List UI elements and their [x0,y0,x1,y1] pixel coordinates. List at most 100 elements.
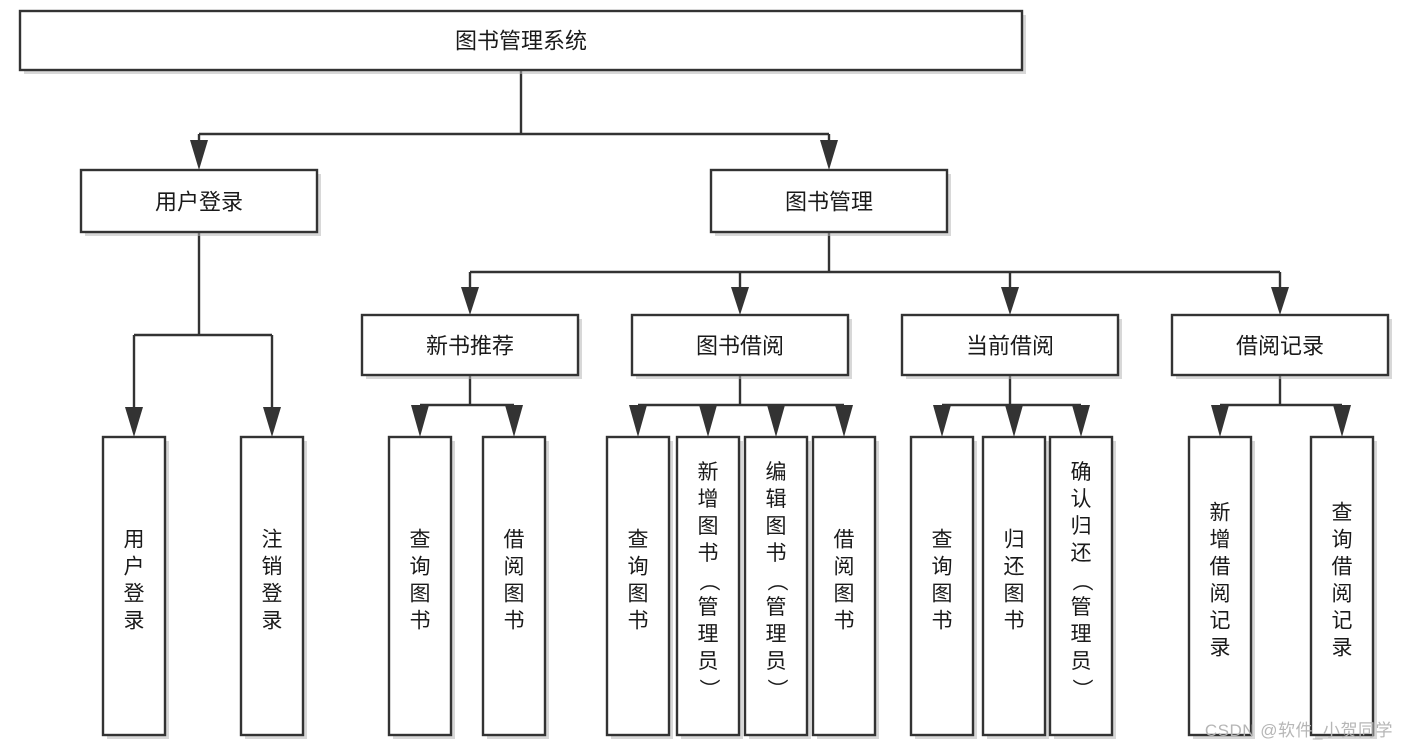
leaf-borrow-book-label-char: 借 [834,529,855,552]
leaf-edit-book-label-char: 员 [766,650,787,673]
leaf-query-book-borrow-label-char: 询 [628,556,649,579]
leaf-borrow-book-rec-box[interactable] [481,435,547,737]
leaf-add-book-label-char: 增 [698,488,719,511]
root-box[interactable] [18,9,1024,72]
leaf-query-record-label-char: 借 [1332,556,1353,579]
leaf-add-book-label-char: 管 [698,596,719,619]
leaf-edit-book-label-char: ） [765,679,788,700]
leaf-query-book-rec-label-char: 询 [410,556,431,579]
leaf-borrow-book-label-char: 阅 [834,556,855,579]
arrowhead-current-borrow [1001,287,1019,315]
leaf-add-book-label-char: 新 [698,461,719,484]
leaf-node-layer: 用户登录注销登录查询图书借阅图书查询图书新增图书（管理员）编辑图书（管理员）借阅… [101,435,1377,739]
leaf-logout-box[interactable] [239,435,305,737]
arrowhead-leaf-user-login [125,407,143,437]
leaf-return-book-box[interactable] [981,435,1047,737]
leaf-query-book-borrow-box[interactable] [605,435,671,737]
leaf-user-login-box[interactable] [101,435,167,737]
arrowhead-leaf-borrow-book [835,405,853,437]
leaf-confirm-return-label-char: ） [1070,679,1093,700]
leaf-add-record-box[interactable] [1187,435,1253,737]
leaf-confirm-return-label-char: 归 [1071,515,1092,538]
arrowhead-leaf-borrow-book-rec [505,405,523,437]
leaf-query-record-box[interactable] [1309,435,1375,737]
leaf-confirm-return-label-char: 员 [1071,650,1092,673]
leaf-borrow-book-rec-label-char: 图 [504,583,525,606]
leaf-borrow-book-box[interactable] [811,435,877,737]
borrow-record-label: 借阅记录 [1236,334,1324,359]
leaf-query-record-label-char: 记 [1332,610,1353,633]
node-root[interactable]: 图书管理系统 [18,9,1026,74]
leaf-return-book-label-char: 书 [1004,610,1025,633]
current-borrow-box[interactable] [900,313,1120,377]
arrowhead-leaf-logout [263,407,281,437]
leaf-query-book-cur-box[interactable] [909,435,975,737]
book-borrow-label: 图书借阅 [696,334,784,359]
leaf-logout-label-char: 登 [262,583,283,606]
borrow-record-box[interactable] [1170,313,1390,377]
leaf-add-record-label-char: 借 [1210,556,1231,579]
leaf-query-book-rec-label-char: 查 [410,529,431,552]
leaf-query-record-label-char: 阅 [1332,583,1353,606]
leaf-confirm-return-label-char: 还 [1071,542,1092,565]
leaf-confirm-return-label-char: （ [1070,571,1093,592]
leaf-confirm-return-box[interactable] [1048,435,1114,737]
leaf-add-book-label-char: 书 [698,542,719,565]
leaf-borrow-book-label-char: 书 [834,610,855,633]
leaf-query-record-label-char: 查 [1332,502,1353,525]
leaf-confirm-return-label-char: 确 [1071,461,1092,484]
arrowhead-leaf-add-book [699,405,717,437]
node-new-book-recommend[interactable]: 新书推荐 [360,313,582,379]
leaf-logout-label-char: 注 [262,529,283,552]
leaf-edit-book-label-char: 书 [766,542,787,565]
leaf-edit-book-label-char: 辑 [766,488,787,511]
leaf-edit-book-label-char: 理 [766,623,787,646]
leaf-edit-book-label-char: 编 [766,461,787,484]
arrowhead-leaf-return-book [1005,405,1023,437]
arrowhead-leaf-query-book-rec [411,405,429,437]
leaf-query-book-rec-box[interactable] [387,435,453,737]
user-login-box[interactable] [79,168,319,234]
leaf-edit-book-box[interactable] [743,435,809,737]
leaf-add-book-label-char: 理 [698,623,719,646]
leaf-return-book-label-char: 还 [1004,556,1025,579]
root-label: 图书管理系统 [455,29,587,54]
arrowhead-leaf-query-record [1333,405,1351,437]
node-user-login[interactable]: 用户登录 [79,168,321,236]
leaf-user-login-label-char: 户 [124,556,145,579]
leaf-borrow-book-rec-label-char: 书 [504,610,525,633]
node-current-borrow[interactable]: 当前借阅 [900,313,1122,379]
leaf-user-login-label-char: 录 [124,610,145,633]
book-manage-box[interactable] [709,168,949,234]
leaf-user-login-label-char: 用 [124,529,145,552]
book-borrow-box[interactable] [630,313,850,377]
leaf-edit-book-label-char: （ [765,571,788,592]
leaf-query-book-cur-label-char: 查 [932,529,953,552]
book-manage-label: 图书管理 [785,190,873,215]
leaf-add-book-label-char: （ [697,571,720,592]
node-borrow-record[interactable]: 借阅记录 [1170,313,1392,379]
leaf-query-book-cur-label-char: 书 [932,610,953,633]
node-leaf-user-login[interactable]: 用户登录 [101,435,169,739]
node-book-borrow[interactable]: 图书借阅 [630,313,852,379]
arrowhead-leaf-query-book-borrow [629,405,647,437]
arrowhead-leaf-query-book-cur [933,405,951,437]
node-book-manage[interactable]: 图书管理 [709,168,951,236]
new-book-recommend-box[interactable] [360,313,580,377]
leaf-borrow-book-rec-label-char: 阅 [504,556,525,579]
leaf-query-book-cur-label-char: 询 [932,556,953,579]
leaf-add-book-box[interactable] [675,435,741,737]
leaf-edit-book-label-char: 管 [766,596,787,619]
